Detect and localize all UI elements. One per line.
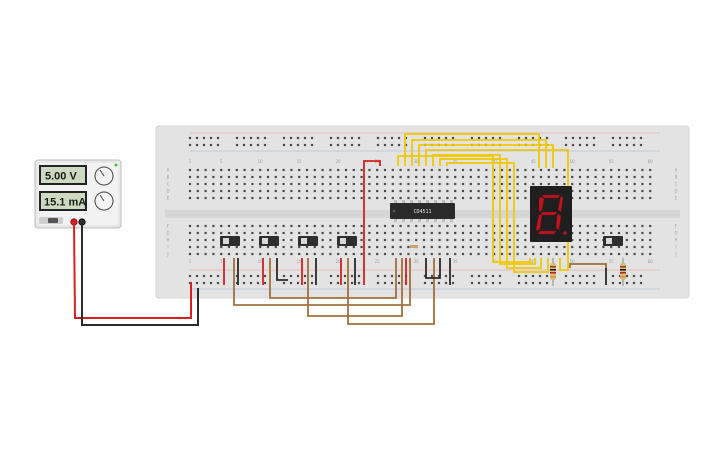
ic-pin bbox=[442, 200, 445, 203]
segment-f bbox=[538, 196, 545, 213]
row-letter: D bbox=[166, 189, 169, 194]
column-number: 60 bbox=[648, 259, 654, 264]
current-readout: 15.1 mA bbox=[44, 197, 86, 209]
voltage-readout: 5.00 V bbox=[45, 171, 77, 183]
yellow-wires[interactable] bbox=[397, 133, 569, 273]
slide-switches[interactable] bbox=[220, 236, 623, 246]
resistors[interactable] bbox=[550, 258, 626, 286]
row-letter: B bbox=[675, 175, 678, 180]
ic-pin bbox=[442, 219, 445, 222]
wire-black-supply[interactable] bbox=[81, 222, 199, 326]
segment-d bbox=[537, 230, 557, 235]
segment-dp bbox=[563, 231, 567, 235]
column-number: 15 bbox=[297, 159, 303, 164]
column-number: 50 bbox=[570, 259, 576, 264]
ic-pin bbox=[418, 219, 421, 222]
ic-pin bbox=[410, 200, 413, 203]
segment-c bbox=[555, 213, 562, 231]
black-wires[interactable] bbox=[237, 258, 607, 285]
row-letter: C bbox=[167, 182, 170, 187]
column-number: 20 bbox=[336, 159, 342, 164]
row-letter: D bbox=[674, 189, 677, 194]
supply-wires[interactable] bbox=[73, 221, 199, 326]
slide-switch-3[interactable] bbox=[298, 236, 318, 246]
row-letter: J bbox=[674, 252, 676, 257]
row-letter: H bbox=[166, 238, 169, 243]
column-number: 50 bbox=[570, 159, 576, 164]
column-number: 60 bbox=[648, 159, 654, 164]
resistor-2[interactable] bbox=[620, 258, 626, 286]
ic-pin bbox=[394, 200, 397, 203]
column-number: 45 bbox=[531, 259, 537, 264]
column-number: 1 bbox=[189, 259, 192, 264]
column-number: 15 bbox=[297, 259, 303, 264]
power-supply[interactable]: 5.00 V 15.1 mA bbox=[34, 159, 122, 229]
ic-pin bbox=[410, 219, 413, 222]
column-number: 30 bbox=[414, 259, 420, 264]
ic-pin bbox=[402, 200, 405, 203]
output-switch[interactable] bbox=[48, 218, 58, 223]
row-letter: J bbox=[166, 252, 168, 257]
ic-pin bbox=[450, 200, 453, 203]
row-letter: B bbox=[167, 175, 170, 180]
resistor-1[interactable] bbox=[550, 258, 556, 286]
row-letter: G bbox=[166, 231, 169, 236]
column-number: 55 bbox=[609, 159, 615, 164]
ic-pin bbox=[434, 200, 437, 203]
row-letter: A bbox=[675, 168, 678, 173]
slide-switch-5[interactable] bbox=[603, 236, 623, 246]
wire-red-supply[interactable] bbox=[73, 221, 192, 319]
display-segments bbox=[535, 194, 567, 235]
row-letter: C bbox=[675, 182, 678, 187]
current-display bbox=[41, 193, 85, 209]
ic-pin bbox=[402, 219, 405, 222]
row-letter: E bbox=[675, 196, 678, 201]
column-number: 5 bbox=[220, 259, 223, 264]
slide-switch-4[interactable] bbox=[337, 236, 357, 246]
segment-g bbox=[540, 211, 558, 216]
column-number: 5 bbox=[220, 159, 223, 164]
current-knob[interactable] bbox=[94, 191, 114, 211]
ic-pin bbox=[394, 219, 397, 222]
ic-chip[interactable]: CD4511 bbox=[390, 200, 455, 222]
segment-b bbox=[557, 195, 564, 213]
row-letter: E bbox=[167, 196, 170, 201]
slide-switch-1[interactable] bbox=[220, 236, 240, 246]
ic-pin bbox=[426, 219, 429, 222]
row-letter: I bbox=[167, 245, 168, 250]
ic-pin bbox=[418, 200, 421, 203]
power-led bbox=[114, 163, 118, 167]
row-letter: G bbox=[674, 231, 677, 236]
column-number: 25 bbox=[375, 259, 381, 264]
column-number: 20 bbox=[336, 259, 342, 264]
row-letter: A bbox=[167, 168, 170, 173]
column-number: 40 bbox=[492, 159, 498, 164]
column-number: 30 bbox=[414, 159, 420, 164]
segment-a bbox=[541, 194, 561, 199]
ic-label: CD4511 bbox=[413, 209, 431, 215]
ic-pin bbox=[426, 200, 429, 203]
row-letter: F bbox=[675, 224, 678, 229]
voltage-knob[interactable] bbox=[94, 166, 114, 186]
column-number: 35 bbox=[453, 159, 459, 164]
red-wires[interactable] bbox=[223, 160, 407, 285]
ic-pin bbox=[450, 219, 453, 222]
column-number: 10 bbox=[258, 159, 264, 164]
brown-wires[interactable] bbox=[233, 258, 607, 325]
column-number: 55 bbox=[609, 259, 615, 264]
row-letter: H bbox=[674, 238, 677, 243]
voltage-display bbox=[41, 167, 85, 183]
ic-pin bbox=[434, 219, 437, 222]
capacitor[interactable] bbox=[410, 245, 418, 248]
row-letter: I bbox=[675, 245, 676, 250]
column-number: 45 bbox=[531, 159, 537, 164]
row-letter: F bbox=[167, 224, 170, 229]
column-number: 35 bbox=[453, 259, 459, 264]
seven-segment-display[interactable]: 8 bbox=[0, 0, 572, 242]
column-number: 10 bbox=[258, 259, 264, 264]
column-number: 1 bbox=[189, 159, 192, 164]
slide-switch-2[interactable] bbox=[259, 236, 279, 246]
